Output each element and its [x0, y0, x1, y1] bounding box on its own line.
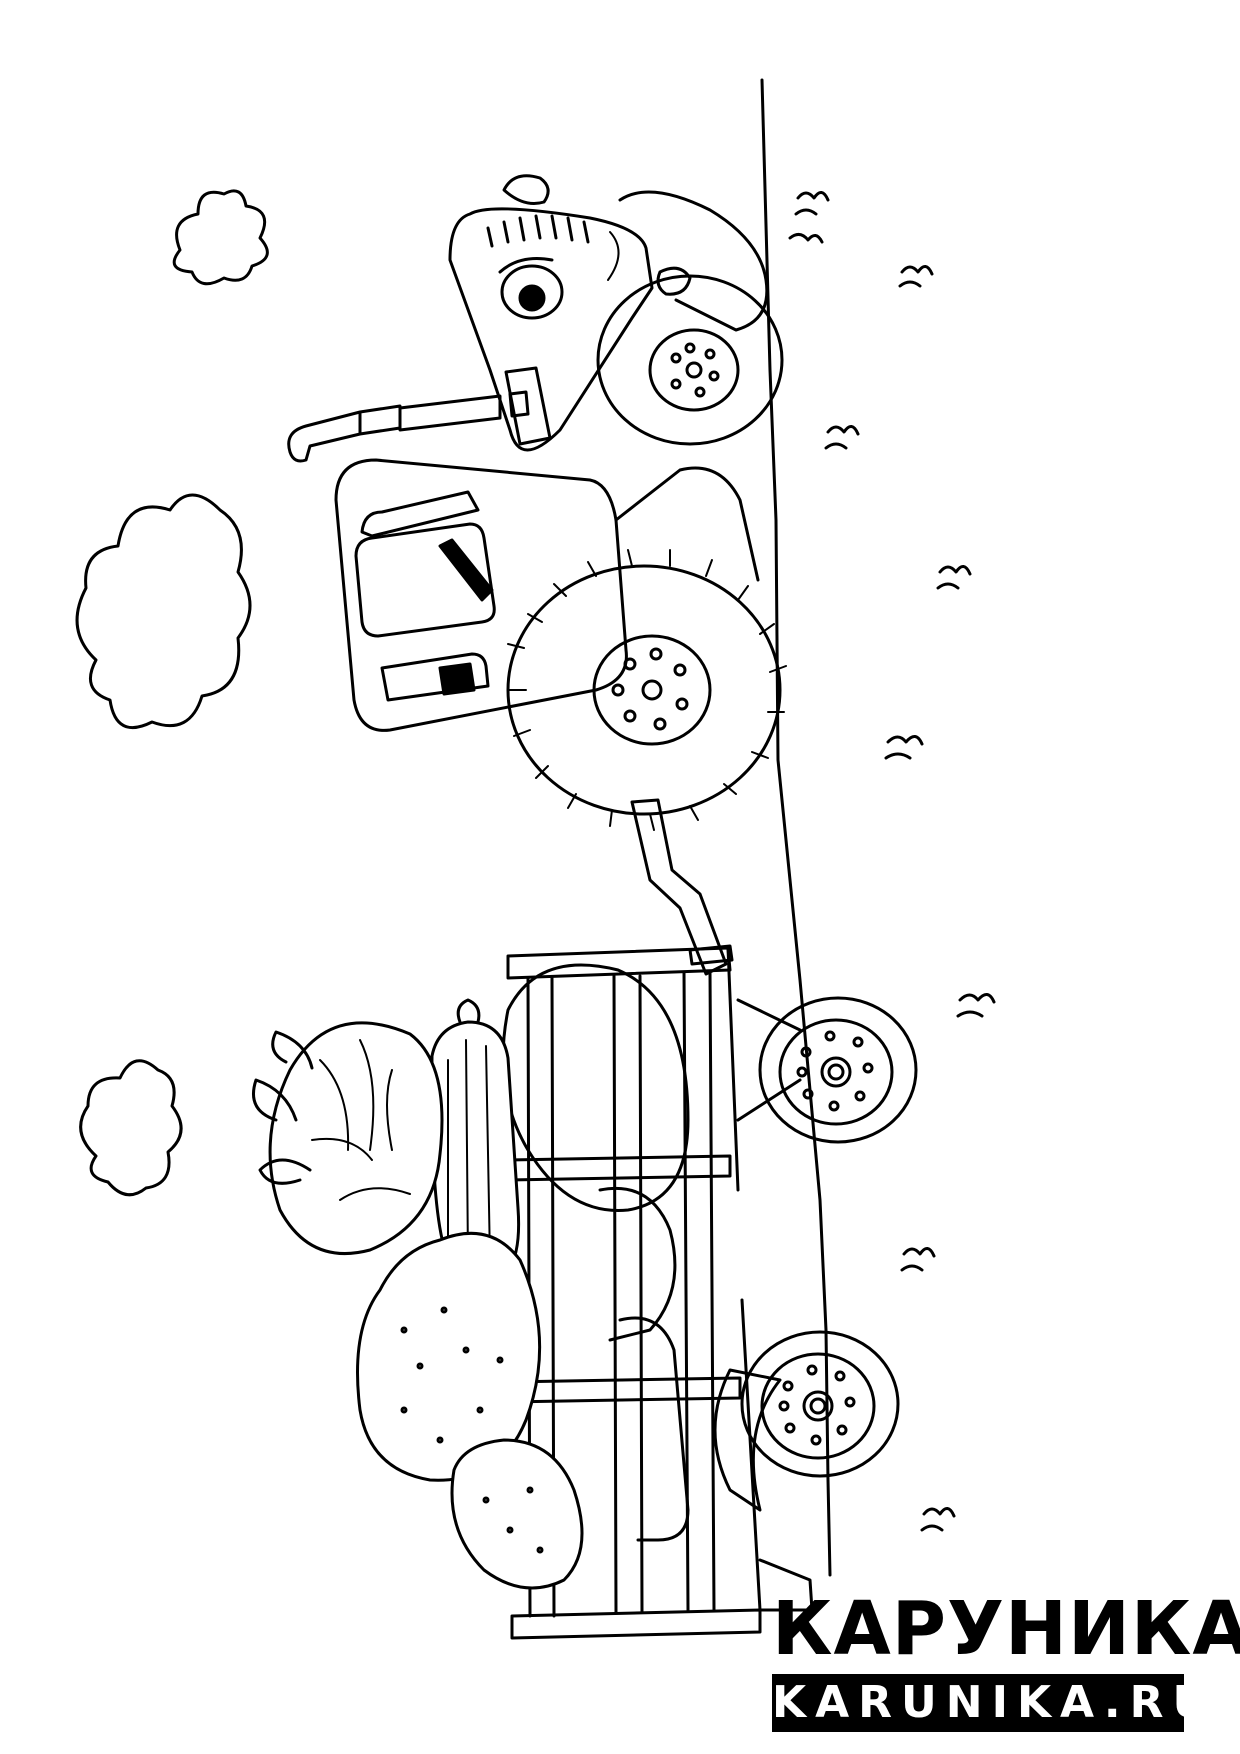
cloud-bottom — [79, 1059, 183, 1197]
tractor — [287, 174, 787, 976]
cab-window-low — [380, 652, 490, 702]
trailer-wheel-front — [758, 996, 918, 1144]
tractor-exhaust — [287, 394, 502, 463]
tractor-grille — [504, 366, 552, 446]
brand-title: КАРУНИКА — [772, 1586, 1240, 1672]
cab-steering — [438, 538, 494, 602]
tractor-front-wheel — [596, 274, 784, 446]
brand-logo: КАРУНИКА KARUNIKA.RU — [772, 1586, 1240, 1732]
tractor-exhaust-joint — [508, 390, 530, 418]
tractor-far-wheel — [618, 190, 769, 332]
trailer-rail-bottom — [510, 1608, 762, 1640]
trailer — [501, 944, 918, 1640]
tractor-body-lower — [614, 466, 760, 582]
tractor-eyebrow — [498, 257, 554, 274]
zucchini-stem — [456, 998, 481, 1024]
potato-middle — [598, 1186, 677, 1342]
trailer-post-3 — [682, 970, 716, 1612]
hood-vents — [486, 214, 590, 248]
tractor-cab — [334, 458, 628, 732]
trailer-hitch-plate — [688, 944, 734, 966]
ground-line — [760, 78, 832, 1577]
cab-window-top — [360, 490, 480, 538]
cabbage-leaves — [252, 1030, 314, 1185]
potato-lower — [450, 1438, 584, 1590]
tractor-front-wheel-bolts — [670, 342, 720, 398]
trailer-fender-rear — [713, 1368, 782, 1512]
trailer-wheel-rear — [740, 1330, 900, 1478]
cloud-middle — [75, 493, 252, 730]
trailer-side — [726, 946, 762, 1612]
cabbage — [268, 1021, 444, 1255]
tractor-rear-wheel — [506, 549, 787, 831]
potato-spots — [400, 1306, 504, 1444]
tractor-eye — [500, 264, 564, 320]
potato-back — [501, 963, 690, 1212]
trailer-post-2 — [612, 974, 644, 1614]
trailer-crossbar-2 — [506, 1376, 742, 1404]
potato-large — [356, 1231, 542, 1482]
brand-url: KARUNIKA.RU — [772, 1674, 1208, 1732]
potato-lower-spots — [482, 1486, 544, 1554]
tractor-eye-pupil — [518, 284, 546, 312]
trailer-undercarriage-rear — [758, 1558, 814, 1612]
zucchini-stripes — [447, 1039, 491, 1261]
cucumber-inside — [618, 1316, 690, 1542]
cabbage-veins — [311, 1039, 411, 1201]
tractor-side-bolt — [656, 266, 692, 296]
tractor-drawbar — [630, 798, 728, 976]
vegetables — [252, 998, 584, 1590]
trailer-undercarriage-front — [736, 998, 802, 1122]
cloud-top — [172, 189, 269, 286]
tractor-smile — [607, 231, 620, 281]
tractor-hood — [448, 207, 654, 452]
cab-window-main — [354, 522, 496, 638]
cab-seat — [438, 662, 476, 696]
grass-tufts — [788, 191, 996, 1532]
tractor-front-wheel-rim — [648, 328, 740, 412]
tractor-top-knob — [502, 174, 550, 205]
